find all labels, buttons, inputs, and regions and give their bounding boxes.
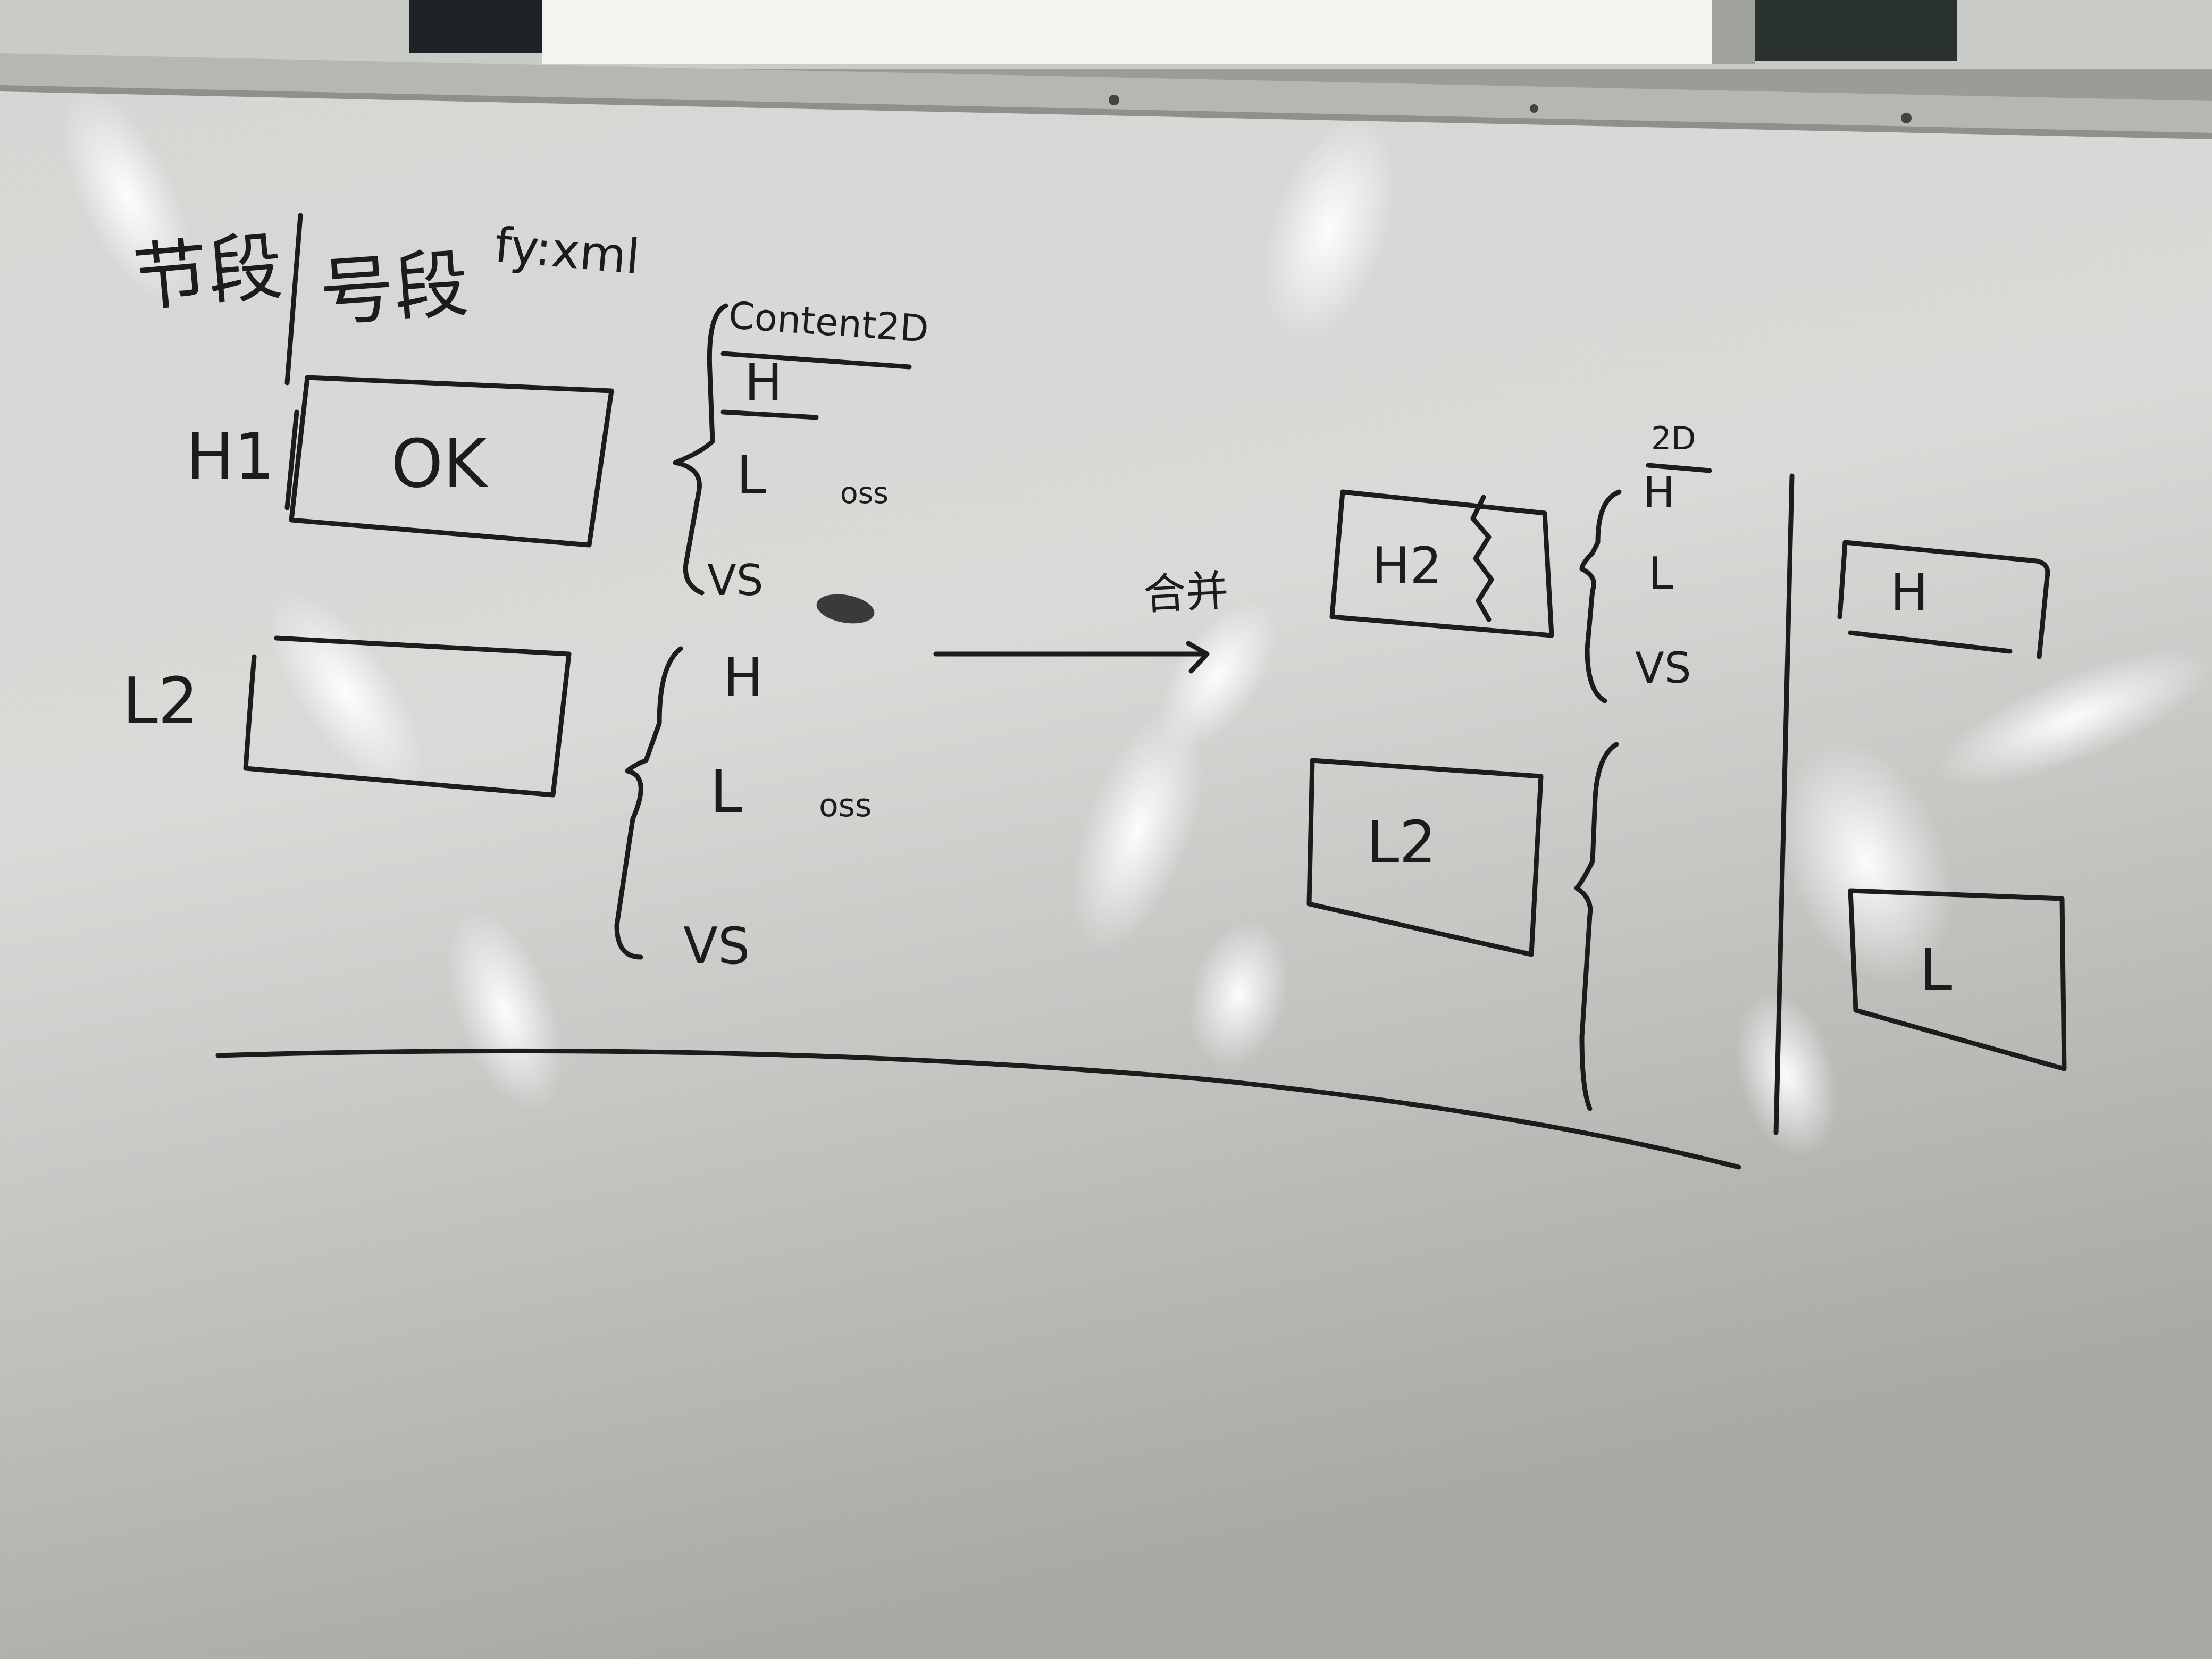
box-l-far-outline <box>1848 888 2067 1071</box>
rail-screw <box>1901 113 1912 123</box>
light-glare <box>62 89 2212 1158</box>
bottom-list-item-l: L <box>710 758 743 826</box>
brace-bottom <box>614 646 683 960</box>
h1-side-label: H1 <box>186 420 275 494</box>
window-mullion <box>1712 0 1755 64</box>
window-frame-left <box>409 0 542 53</box>
top-list-note-oss: oss <box>840 476 889 510</box>
content2d-underline <box>720 351 912 370</box>
right-list-item-h: H <box>1643 468 1675 517</box>
brace-right-bottom <box>1574 742 1619 1111</box>
box-l2-right-outline <box>1306 758 1544 957</box>
box-h-far-text: H <box>1890 564 1929 622</box>
h-underline <box>720 409 819 420</box>
top-list-item-h: H <box>744 354 783 412</box>
brace-right-top <box>1579 489 1622 703</box>
header-left-label: 节段 <box>130 223 286 323</box>
right-list-item-l: L <box>1648 548 1674 600</box>
arrow-head <box>1186 641 1210 674</box>
rail-screw <box>1109 95 1119 105</box>
top-list-item-l: L <box>736 444 766 506</box>
box-l-far-text: L <box>1920 936 1953 1004</box>
arrow-label: 合并 <box>1142 565 1230 620</box>
whiteboard-rail-edge <box>0 85 2212 139</box>
box-h-far-left <box>1837 540 1848 619</box>
top-list-item-vs: VS <box>707 556 764 605</box>
box-h1-left-edge <box>284 409 299 510</box>
header-right-label: 号段 <box>316 240 472 338</box>
bottom-list-item-h: H <box>723 646 764 708</box>
box-l2-right-text: L2 <box>1367 808 1437 876</box>
window-frame-right <box>1755 0 1957 61</box>
2d-heading: 2D <box>1651 420 1696 457</box>
rail-screw <box>1530 104 1538 113</box>
window-pane <box>542 0 1744 64</box>
box-l2-outline <box>243 635 572 798</box>
bottom-list-item-vs: VS <box>683 917 750 976</box>
bottom-list-note-oss: oss <box>819 787 872 824</box>
box-h2-zigzag <box>1470 495 1494 622</box>
divider-line <box>215 1048 1741 1170</box>
marker-strokes <box>215 213 2067 1170</box>
box-h2-text: H2 <box>1372 537 1442 596</box>
right-list-item-vs: VS <box>1635 643 1691 693</box>
box-h1-outline <box>289 375 614 548</box>
box-h-far-bottom <box>1848 630 2013 654</box>
2d-underline <box>1646 463 1712 473</box>
whiteboard-top-rail <box>0 53 2212 137</box>
header-divider <box>284 213 303 386</box>
ink-smudge <box>816 594 875 624</box>
l2-side-label: L2 <box>122 665 199 739</box>
box-h-far-outline <box>1842 540 2050 659</box>
vertical-divider <box>1773 473 1795 1135</box>
box-h1-text: OK <box>391 425 487 502</box>
brace-top <box>673 303 728 596</box>
